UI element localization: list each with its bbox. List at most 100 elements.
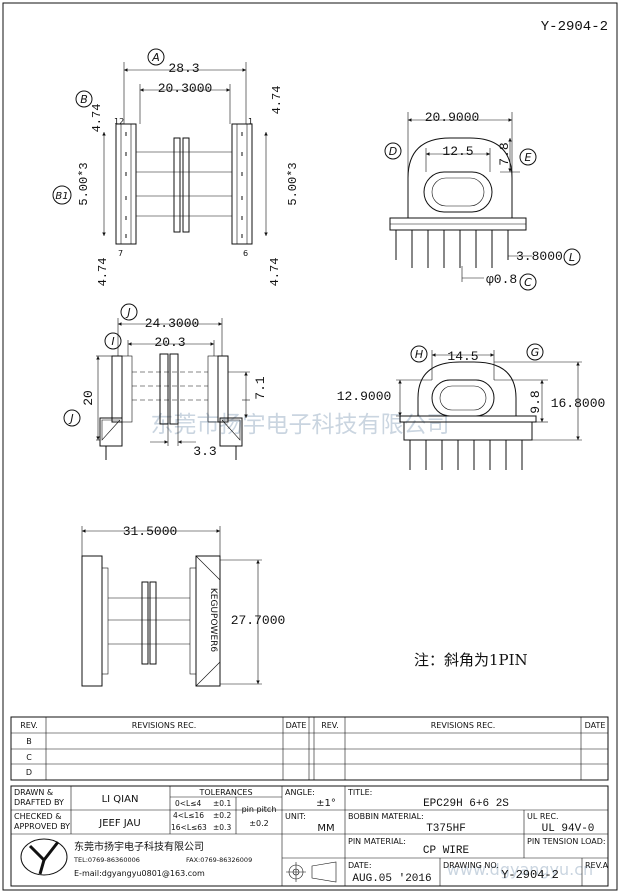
dim-top-overall: 28.3 xyxy=(168,61,199,76)
company-email: E-mail:dgyangyu0801@163.com xyxy=(74,869,205,878)
drawn-value: LI QIAN xyxy=(102,794,139,805)
dim-bottom-edge-left: 4.74 xyxy=(96,258,110,287)
date-header-right: DATE xyxy=(585,721,606,730)
pin-label-7: 7 xyxy=(118,249,123,258)
date-value: AUG.05 '2016 xyxy=(352,873,431,885)
ul-label: UL REC. xyxy=(527,812,559,821)
company-logo xyxy=(20,838,68,876)
callout-f: G xyxy=(531,346,540,359)
title-label: TITLE: xyxy=(347,788,372,797)
callout-c: C xyxy=(524,276,532,289)
company-fax: FAX:0769-86326009 xyxy=(186,856,252,864)
tol-value-1: ±0.1 xyxy=(213,799,231,808)
dim-top-inner: 20.3000 xyxy=(158,81,213,96)
dim-pin-diameter: φ0.8 xyxy=(486,272,517,287)
dim-top-edge-left: 4.74 xyxy=(90,104,104,133)
bottom-view: KEGUPOWER6 31.5000 27.7000 xyxy=(81,524,286,687)
drawn-label: DRAWN &DRAFTED BY xyxy=(14,788,64,807)
tol-range-1: 0<L≤4 xyxy=(175,799,202,808)
callout-h: I xyxy=(111,335,114,348)
callout-e: E xyxy=(525,151,532,164)
angle-value: ±1° xyxy=(316,798,336,809)
dim-pitch-right: 5.00*3 xyxy=(286,162,300,205)
rec-header-left: REVISIONS REC. xyxy=(132,721,197,730)
top-view: 12 1 7 6 28.3 20.3000 4.74 5.00*3 4.74 4… xyxy=(52,48,300,287)
rev-header-right: REV. xyxy=(321,721,339,730)
dim-bottom-width: 31.5000 xyxy=(123,524,178,539)
side-view: 24.3000 20.3 20 7.1 3.3 J I J xyxy=(63,303,268,460)
tol-range-2: 4<L≤16 xyxy=(173,811,204,820)
dim-front-core: 12.5 xyxy=(442,144,473,159)
date-label: DATE: xyxy=(348,861,372,870)
rec-header-right: REVISIONS REC. xyxy=(431,721,496,730)
front-view: 20.9000 12.5 7.8 3.8000 φ0.8 D E L C xyxy=(384,110,581,291)
company-tel: TEL:0769-86360006 xyxy=(73,856,140,864)
pin-label-12: 12 xyxy=(114,117,124,126)
dim-pin-offset: 3.8000 xyxy=(516,249,563,264)
callout-d: D xyxy=(389,145,397,158)
unit-label: UNIT: xyxy=(285,812,306,821)
pin-material-label: PIN MATERIAL: xyxy=(348,837,406,846)
callout-i: J xyxy=(125,306,130,319)
checked-label: CHECKED &APPROVED BY xyxy=(14,812,70,831)
tolerances-label: TOLERANCES xyxy=(198,788,252,797)
projection-symbol xyxy=(286,861,337,883)
watermark-en: www.dgyangyu.cn xyxy=(447,860,593,879)
dim-rear-h2: 16.8000 xyxy=(551,396,606,411)
callout-b1: B1 xyxy=(55,191,68,202)
dim-pitch-left: 5.00*3 xyxy=(77,162,91,205)
bobbin-label: BOBBIN MATERIAL: xyxy=(348,812,424,821)
dim-front-height: 7.8 xyxy=(497,142,512,165)
pin-label-1: 1 xyxy=(248,117,253,126)
rear-view: 14.5 12.9000 9.8 16.8000 H G xyxy=(337,343,606,470)
callout-g: H xyxy=(415,348,423,361)
dim-top-edge-right: 4.74 xyxy=(270,86,284,115)
tol-value-2: ±0.2 xyxy=(213,811,231,820)
callout-a: A xyxy=(151,51,160,64)
pin-label-6: 6 xyxy=(243,249,248,258)
dim-bottom-edge-right: 4.74 xyxy=(268,258,282,287)
dim-side-gap: 3.3 xyxy=(193,444,216,459)
title-block: DRAWN &DRAFTED BY LI QIAN CHECKED &APPRO… xyxy=(10,785,609,887)
dim-rear-h1: 9.8 xyxy=(528,390,543,413)
rev-row-c: C xyxy=(26,753,32,762)
rev-row-d: D xyxy=(26,768,32,777)
callout-l: L xyxy=(569,251,575,264)
dim-side-height: 20 xyxy=(81,390,96,406)
title-value: EPC29H 6+6 2S xyxy=(423,798,509,810)
dim-front-width: 20.9000 xyxy=(425,110,480,125)
pin-tension-label: PIN TENSION LOAD: xyxy=(527,837,606,846)
pin-material-value: CP WIRE xyxy=(423,845,470,857)
dim-bottom-height: 27.7000 xyxy=(231,613,286,628)
revisions-table: REV. REVISIONS REC. DATE REV. REVISIONS … xyxy=(10,716,609,781)
drawing-number-header: Y-2904-2 xyxy=(541,19,608,35)
drawing-no-label: DRAWING NO. xyxy=(443,861,499,870)
rev-a-label: REV.A xyxy=(585,861,609,870)
pin-pitch-label: pin pitch xyxy=(242,805,277,814)
note-text: 注：斜角为1PIN xyxy=(414,651,528,669)
callout-b: B xyxy=(80,93,88,106)
bobbin-value: T375HF xyxy=(426,823,466,835)
tol-value-3: ±0.3 xyxy=(213,823,231,832)
unit-value: MM xyxy=(317,823,334,834)
rev-header-left: REV. xyxy=(20,721,38,730)
rev-row-b: B xyxy=(26,737,32,746)
angle-label: ANGLE: xyxy=(285,788,315,797)
callout-j: J xyxy=(68,412,73,425)
pin-pitch-value: ±0.2 xyxy=(249,819,268,828)
date-header-left: DATE xyxy=(286,721,307,730)
dim-side-overall: 24.3000 xyxy=(145,316,200,331)
tol-range-3: 16<L≤63 xyxy=(171,823,207,832)
dim-side-flange: 7.1 xyxy=(253,376,268,400)
ul-value: UL 94V-0 xyxy=(542,823,595,835)
checked-value: JEEF JAU xyxy=(98,818,140,829)
dim-rear-core: 14.5 xyxy=(447,349,478,364)
brand-mark: KEGUPOWER6 xyxy=(208,588,218,653)
company-name-cn: 东莞市扬宇电子科技有限公司 xyxy=(74,840,204,853)
drawing-no-value: Y-2904-2 xyxy=(501,868,559,882)
dim-side-inner: 20.3 xyxy=(154,335,185,350)
dim-rear-width: 12.9000 xyxy=(337,389,392,404)
